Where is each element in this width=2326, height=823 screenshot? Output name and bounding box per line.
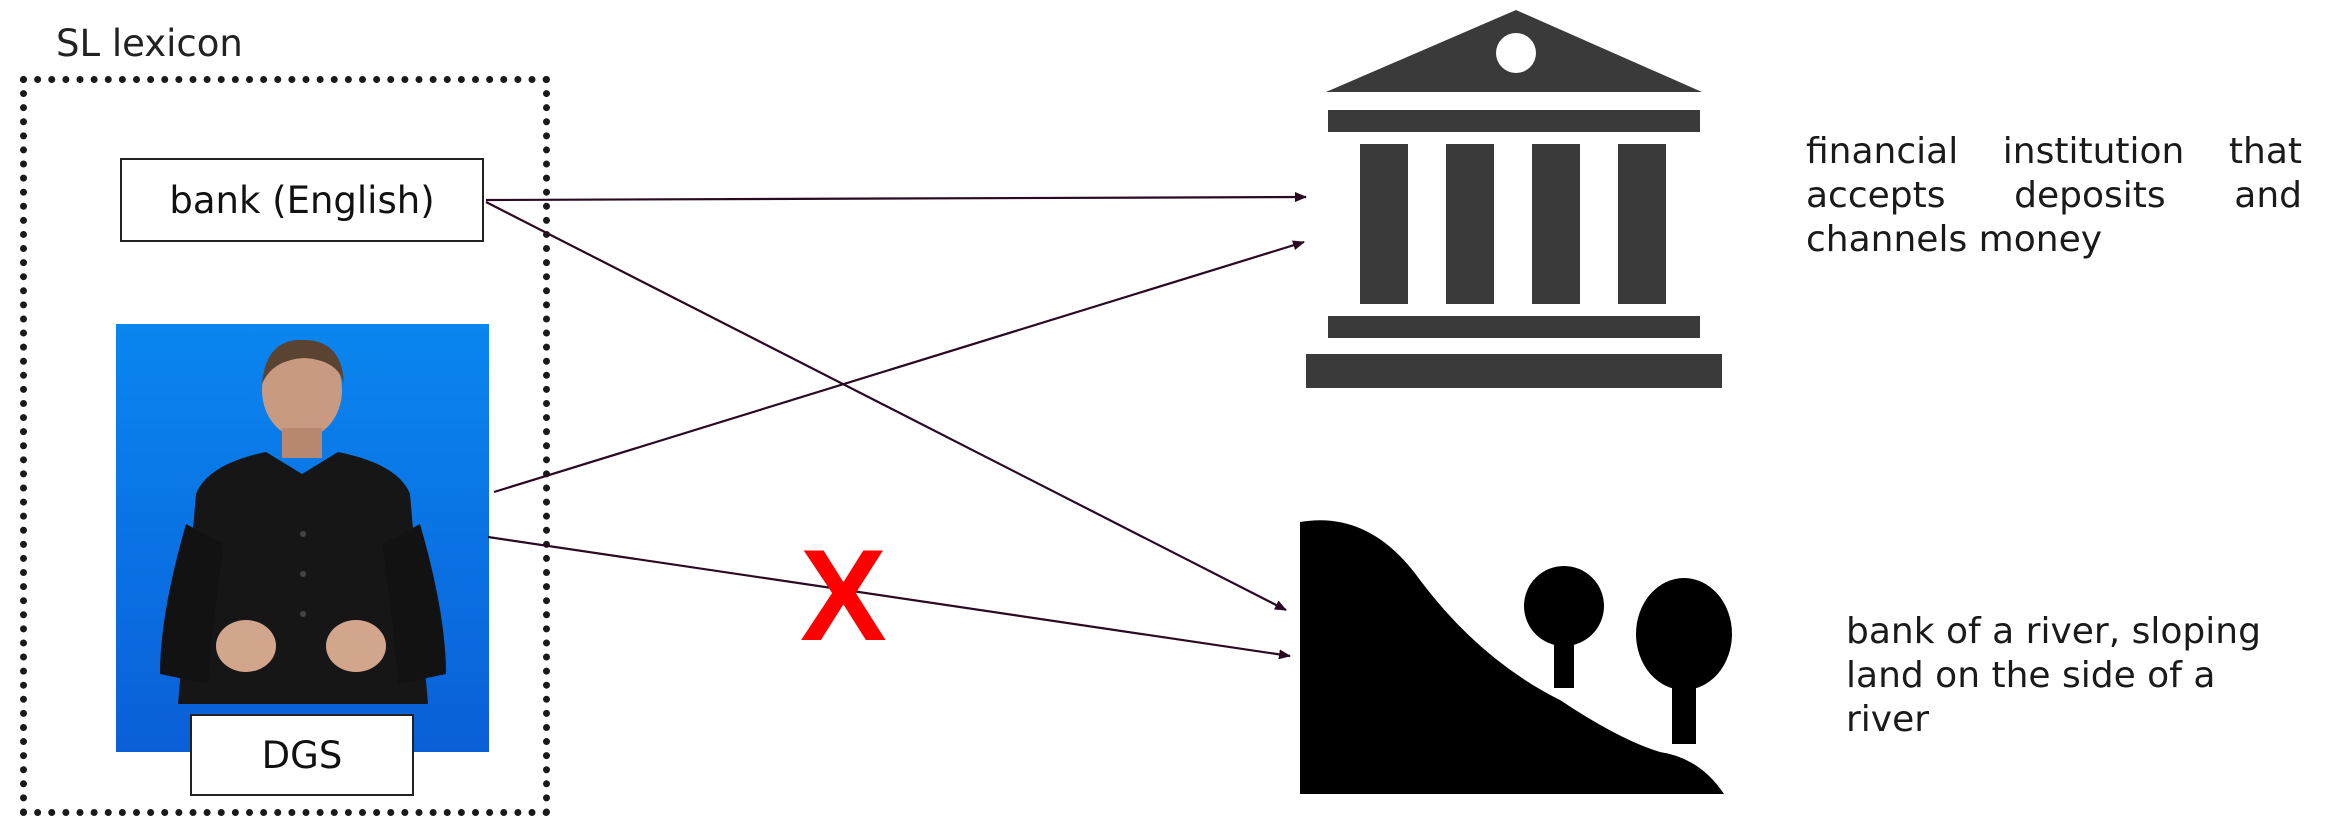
lexicon-title: SL lexicon [56,22,243,65]
english-entry-label: bank (English) [169,178,435,222]
arrow-english-to-river [485,201,1287,611]
english-entry-box: bank (English) [120,158,484,242]
bank-building-icon [1306,10,1722,388]
arrow-dgs-to-river [487,535,1291,660]
dgs-entry-label: DGS [261,733,343,777]
signer-photo [116,324,489,752]
dgs-entry-box: DGS [190,714,414,796]
invalid-mapping-cross: X [800,522,887,668]
arrow-dgs-to-financial [493,240,1305,494]
definition-financial-institution: financial institution that accepts depos… [1806,131,2302,260]
lexicon-container [20,76,550,816]
definition-river-bank: bank of a river, sloping land on the sid… [1846,611,2261,740]
arrow-english-to-financial [485,192,1307,203]
signer-illustration [160,339,446,704]
riverbank-trees-icon [1300,520,1732,794]
